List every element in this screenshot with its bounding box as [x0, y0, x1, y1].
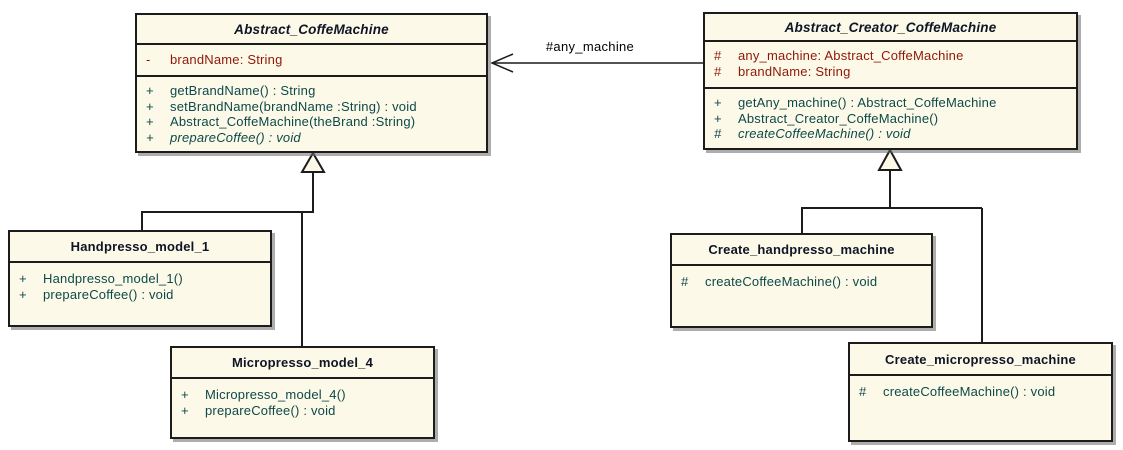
- methods-compartment: # createCoffeeMachine() : void: [672, 264, 931, 326]
- method-text: Abstract_CoffeMachine(theBrand :String): [170, 114, 416, 129]
- method-text: Abstract_Creator_CoffeMachine(): [738, 110, 939, 126]
- attribute-row: - brandName: String: [137, 52, 486, 68]
- class-title: Abstract_Creator_CoffeMachine: [784, 19, 997, 35]
- method-row: + Micropresso_model_4(): [172, 387, 433, 403]
- visibility-marker: -: [146, 52, 151, 67]
- class-title: Create_micropresso_machine: [885, 351, 1076, 367]
- visibility-marker: +: [714, 95, 722, 110]
- association-label: #any_machine: [546, 39, 634, 54]
- open-arrowhead-icon: [490, 53, 514, 73]
- methods-compartment: + getBrandName() : String + setBrandName…: [137, 75, 486, 151]
- visibility-marker: #: [859, 384, 867, 399]
- method-text: createCoffeeMachine() : void: [738, 126, 911, 141]
- method-row: # createCoffeeMachine() : void: [850, 384, 1111, 400]
- class-title: Create_handpresso_machine: [708, 242, 895, 257]
- method-row-abstract: + prepareCoffee() : void: [137, 130, 486, 146]
- class-title: Micropresso_model_4: [231, 355, 374, 370]
- methods-compartment: + getAny_machine() : Abstract_CoffeMachi…: [705, 87, 1076, 148]
- visibility-marker: +: [146, 83, 154, 98]
- method-text: getBrandName() : String: [170, 83, 316, 98]
- method-row: + Handpresso_model_1(): [10, 271, 270, 287]
- attribute-text: brandName: String: [738, 63, 851, 79]
- attributes-compartment: # any_machine: Abstract_CoffeMachine # b…: [705, 40, 1076, 87]
- visibility-marker: +: [181, 402, 189, 418]
- generalization-triangle-icon: [300, 151, 326, 173]
- visibility-marker: +: [146, 129, 154, 145]
- class-abstract-coffemachine: Abstract_CoffeMachine - brandName: Strin…: [135, 13, 488, 153]
- method-row-abstract: # createCoffeeMachine() : void: [705, 126, 1076, 142]
- visibility-marker: +: [19, 286, 27, 302]
- method-text: prepareCoffee() : void: [170, 129, 301, 145]
- method-text: createCoffeeMachine() : void: [883, 384, 1056, 399]
- method-text: setBrandName(brandName :String) : void: [170, 98, 417, 114]
- method-row: + setBrandName(brandName :String) : void: [137, 99, 486, 115]
- class-handpresso-model-1: Handpresso_model_1 + Handpresso_model_1(…: [8, 230, 272, 327]
- method-row: + prepareCoffee() : void: [10, 287, 270, 303]
- method-text: prepareCoffee() : void: [205, 402, 336, 418]
- method-text: Micropresso_model_4(): [205, 387, 346, 402]
- attributes-compartment: - brandName: String: [137, 43, 486, 75]
- generalization-triangle-icon: [877, 147, 903, 171]
- method-row: + getAny_machine() : Abstract_CoffeMachi…: [705, 95, 1076, 111]
- generalization-line-handpresso: [141, 172, 314, 232]
- class-title: Abstract_CoffeMachine: [234, 21, 389, 37]
- class-micropresso-model-4: Micropresso_model_4 + Micropresso_model_…: [170, 346, 435, 439]
- visibility-marker: #: [681, 274, 689, 289]
- method-row: + getBrandName() : String: [137, 83, 486, 99]
- methods-compartment: # createCoffeeMachine() : void: [850, 374, 1111, 440]
- visibility-marker: +: [19, 271, 27, 286]
- visibility-marker: #: [714, 126, 722, 141]
- methods-compartment: + Handpresso_model_1() + prepareCoffee()…: [10, 261, 270, 325]
- visibility-marker: +: [146, 114, 154, 129]
- visibility-marker: +: [181, 387, 189, 402]
- attribute-row: # brandName: String: [705, 64, 1076, 80]
- method-row: + prepareCoffee() : void: [172, 403, 433, 419]
- methods-compartment: + Micropresso_model_4() + prepareCoffee(…: [172, 377, 433, 437]
- class-create-handpresso-machine: Create_handpresso_machine # createCoffee…: [670, 233, 933, 328]
- visibility-marker: +: [146, 98, 154, 114]
- method-text: Handpresso_model_1(): [43, 271, 183, 286]
- attribute-text: brandName: String: [170, 52, 283, 67]
- visibility-marker: #: [714, 63, 722, 79]
- attribute-text: any_machine: Abstract_CoffeMachine: [738, 48, 964, 63]
- class-abstract-creator-coffemachine: Abstract_Creator_CoffeMachine # any_mach…: [703, 12, 1078, 150]
- method-text: prepareCoffee() : void: [43, 286, 174, 302]
- visibility-marker: #: [714, 48, 722, 63]
- method-row: + Abstract_Creator_CoffeMachine(): [705, 111, 1076, 127]
- generalization-line-create-handpresso: [801, 207, 982, 235]
- method-row: + Abstract_CoffeMachine(theBrand :String…: [137, 114, 486, 130]
- method-text: createCoffeeMachine() : void: [705, 274, 878, 289]
- class-title: Handpresso_model_1: [70, 239, 210, 254]
- method-text: getAny_machine() : Abstract_CoffeMachine: [738, 95, 997, 110]
- visibility-marker: +: [714, 110, 722, 126]
- attribute-row: # any_machine: Abstract_CoffeMachine: [705, 48, 1076, 64]
- class-create-micropresso-machine: Create_micropresso_machine # createCoffe…: [848, 342, 1113, 442]
- method-row: # createCoffeeMachine() : void: [672, 274, 931, 290]
